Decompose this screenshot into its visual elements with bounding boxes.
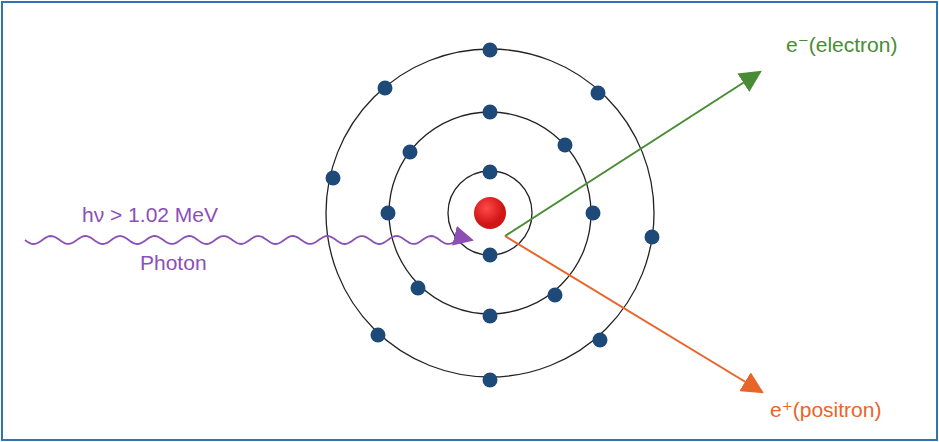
electron-dot xyxy=(483,248,498,263)
electron-dot xyxy=(483,43,498,58)
energy-label: hν > 1.02 MeV xyxy=(82,203,218,226)
electron-dot xyxy=(483,309,498,324)
positron-track xyxy=(505,236,762,392)
electron-label: e⁻(electron) xyxy=(786,33,897,56)
electron-shell xyxy=(389,112,591,314)
electron-track xyxy=(505,72,760,236)
positron-label: e⁺(positron) xyxy=(770,398,881,421)
electron-dot xyxy=(593,333,608,348)
electron-shell xyxy=(326,49,654,377)
electron-dot xyxy=(483,165,498,180)
electron-dot xyxy=(483,105,498,120)
electron-dot xyxy=(586,206,601,221)
electron-dot xyxy=(483,373,498,388)
electron-dot xyxy=(591,86,606,101)
electron-dot xyxy=(371,328,386,343)
electron-dot xyxy=(326,171,341,186)
photon-wave xyxy=(25,236,472,244)
electron-dot xyxy=(403,145,418,160)
electron-shell xyxy=(448,171,532,255)
electron-dot xyxy=(378,81,393,96)
electron-dot xyxy=(381,206,396,221)
electron-dot xyxy=(411,281,426,296)
nucleus xyxy=(474,197,506,229)
photon-label: Photon xyxy=(140,251,207,274)
electron-dot xyxy=(548,288,563,303)
electron-dot xyxy=(645,230,660,245)
electron-dot xyxy=(558,138,573,153)
